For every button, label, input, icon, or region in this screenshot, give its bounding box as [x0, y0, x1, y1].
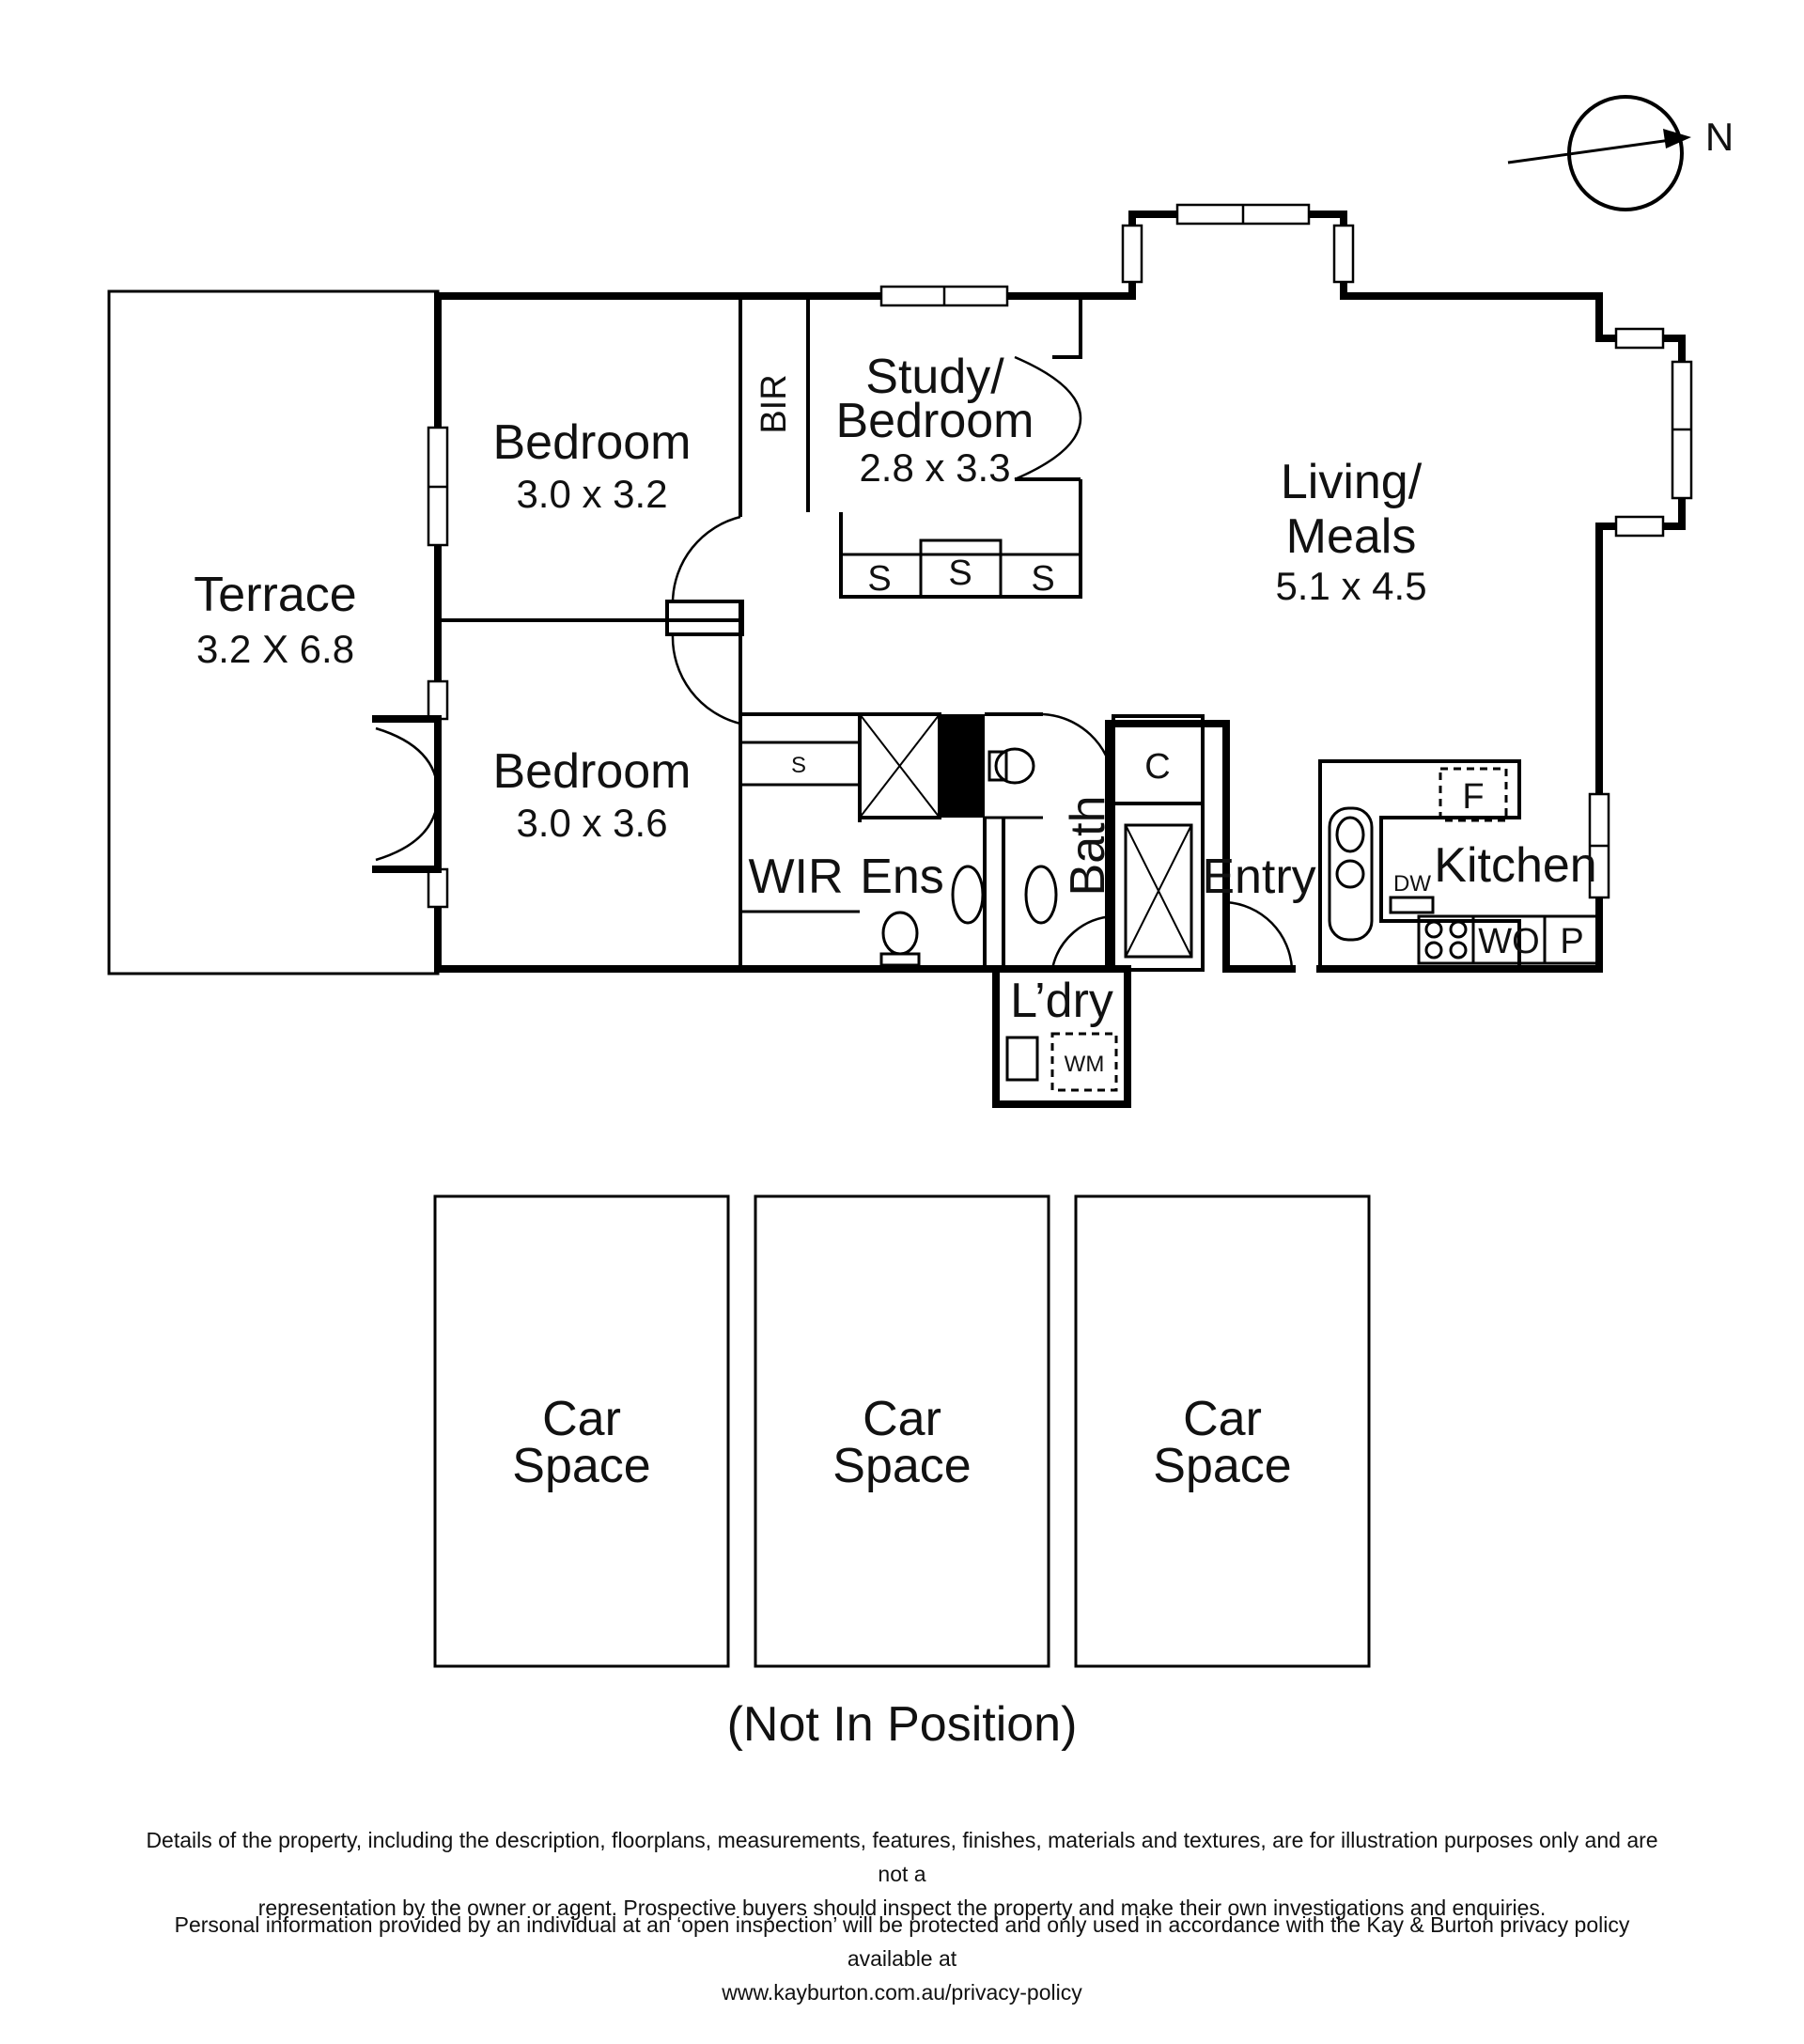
fridge-label: F — [1462, 777, 1484, 817]
ensuite-label: Ens — [860, 850, 944, 904]
laundry-label: L’dry — [1010, 974, 1113, 1028]
window-bay-left — [1121, 224, 1143, 284]
car-space-note: (Not In Position) — [727, 1697, 1078, 1752]
privacy-policy-link[interactable]: www.kayburton.com.au/privacy-policy — [722, 1980, 1082, 2005]
study-size: 2.8 x 3.3 — [859, 445, 1010, 490]
bath-label: Bath — [1061, 796, 1115, 897]
shelf-label-1: S — [867, 559, 891, 599]
cooktop-icon — [1417, 914, 1475, 965]
bedroom2-size: 3.0 x 3.6 — [516, 801, 667, 845]
car-space-3 — [1074, 1194, 1371, 1668]
bedroom2-label: Bedroom — [493, 744, 692, 799]
window-bedroom2-lower — [427, 867, 449, 909]
toilet-ensuite-icon — [881, 911, 919, 956]
windows — [427, 203, 1693, 909]
car-space-3-line1: Car — [1183, 1392, 1262, 1446]
ensuite-basin — [951, 865, 985, 925]
door-bedroom1 — [671, 515, 741, 602]
entry-label: Entry — [1202, 850, 1315, 904]
disclaimer-details-line2: representation by the owner or agent. Pr… — [257, 1896, 1547, 1920]
bathtub — [1124, 823, 1193, 959]
window-living-upper — [1614, 327, 1665, 350]
car-space-2-line2: Space — [832, 1439, 971, 1493]
door-terrace — [375, 726, 440, 862]
kitchen-label: Kitchen — [1434, 838, 1596, 893]
fridge-space — [1439, 767, 1508, 822]
car-spaces: Car Space Car Space Car Space (Not In Po… — [433, 1194, 1371, 1752]
living-label-line2: Meals — [1286, 509, 1417, 564]
toilet-bath-icon — [994, 747, 1035, 785]
disclaimer-details: Details of the property, including the d… — [132, 1823, 1672, 1925]
interior-walls — [438, 296, 1082, 969]
car-space-2 — [754, 1194, 1050, 1668]
shelf-label-3: S — [1031, 559, 1054, 599]
bath-basin — [1024, 865, 1058, 925]
disclaimer-details-line1: Details of the property, including the d… — [146, 1828, 1658, 1886]
laundry-trough — [1005, 1036, 1039, 1082]
flue — [940, 714, 985, 818]
compass-north-label: N — [1705, 115, 1734, 159]
compass-circle — [1567, 95, 1684, 211]
living-size: 5.1 x 4.5 — [1275, 564, 1426, 608]
laundry-fixtures — [1005, 1032, 1118, 1092]
compass: N — [1507, 95, 1734, 211]
car-space-1-line1: Car — [542, 1392, 621, 1446]
wall-oven-label: WO — [1478, 922, 1539, 961]
door-bedroom2 — [671, 633, 741, 726]
door-laundry — [1050, 914, 1114, 970]
exterior-walls — [434, 211, 1686, 1108]
study-label-line2: Bedroom — [836, 394, 1034, 448]
door-bath — [1042, 712, 1115, 781]
washing-machine-space — [1050, 1032, 1118, 1092]
door-study — [1014, 355, 1082, 481]
terrace-size: 3.2 X 6.8 — [196, 627, 354, 671]
car-space-1 — [433, 1194, 730, 1668]
room-labels: Terrace 3.2 X 6.8 Bedroom 3.0 x 3.2 Bedr… — [194, 350, 1596, 1028]
bathroom-block — [740, 712, 1205, 972]
dishwasher-label: DW — [1393, 871, 1431, 897]
wir-label: WIR — [748, 850, 843, 904]
bedroom1-size: 3.0 x 3.2 — [516, 472, 667, 516]
fixture-labels: S S S S C F DW WO P WM — [791, 554, 1584, 1077]
living-label-line1: Living/ — [1281, 455, 1423, 509]
car-space-2-line1: Car — [863, 1392, 941, 1446]
window-bay-right — [1332, 224, 1355, 284]
shelf-label-2: S — [948, 554, 972, 593]
shelf-label-wir: S — [791, 753, 806, 778]
disclaimer-privacy-line1: Personal information provided by an indi… — [174, 1912, 1630, 1971]
window-bedroom2-upper — [427, 679, 449, 721]
car-space-3-line2: Space — [1153, 1439, 1291, 1493]
terrace-label: Terrace — [194, 568, 356, 622]
washing-machine-label: WM — [1065, 1052, 1105, 1077]
doors — [372, 355, 1294, 970]
kitchen-fixtures — [1318, 759, 1601, 969]
sink-icon — [1328, 806, 1374, 942]
disclaimer-privacy: Personal information provided by an indi… — [132, 1908, 1672, 2009]
door-entry — [1225, 900, 1294, 970]
cupboard-label: C — [1144, 747, 1170, 787]
bir-label: BIR — [754, 374, 794, 433]
window-living-lower — [1614, 515, 1665, 538]
north-arrow-icon — [1663, 129, 1691, 148]
bedroom1-label: Bedroom — [493, 415, 692, 470]
car-space-1-line2: Space — [512, 1439, 650, 1493]
study-label-line1: Study/ — [865, 350, 1004, 404]
pantry-label: P — [1560, 922, 1583, 961]
